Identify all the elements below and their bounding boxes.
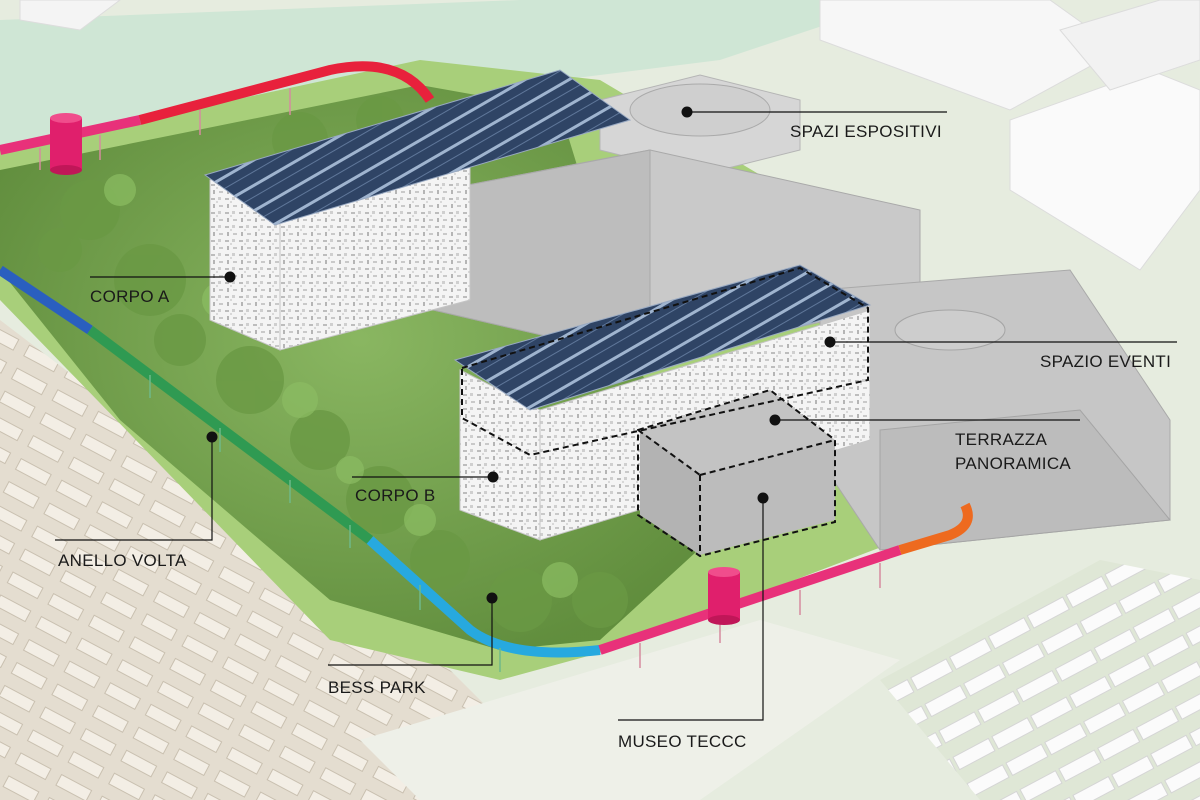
corpo-a xyxy=(203,69,632,351)
anello-volta-ring xyxy=(0,61,973,658)
museo-teccc-volume xyxy=(640,390,835,555)
label-spazi-espositivi: SPAZI ESPOSITIVI xyxy=(790,122,942,141)
label-spazio-eventi: SPAZIO EVENTI xyxy=(1040,352,1172,371)
label-anello-volta: ANELLO VOLTA xyxy=(58,551,187,570)
label-bess-park: BESS PARK xyxy=(328,678,426,697)
ring-supports-green xyxy=(149,375,501,672)
highlight-outlines xyxy=(461,266,869,558)
label-museo-teccc: MUSEO TECCC xyxy=(618,732,747,751)
surrounding-buildings xyxy=(19,0,1200,271)
leader-lines xyxy=(55,111,1177,721)
label-corpo-a: CORPO A xyxy=(90,287,170,306)
pink-cylinder-left xyxy=(50,113,82,175)
label-corpo-b: CORPO B xyxy=(355,486,436,505)
road-area xyxy=(360,620,900,800)
label-terrazza-panoramica-line2: PANORAMICA xyxy=(955,454,1072,473)
label-terrazza-panoramica-line1: TERRAZZA xyxy=(955,430,1048,449)
parking-area xyxy=(0,320,500,800)
pink-cylinder-right xyxy=(708,567,740,625)
ring-supports xyxy=(39,88,881,668)
pv-field xyxy=(880,560,1200,800)
leader-dots xyxy=(206,106,836,604)
